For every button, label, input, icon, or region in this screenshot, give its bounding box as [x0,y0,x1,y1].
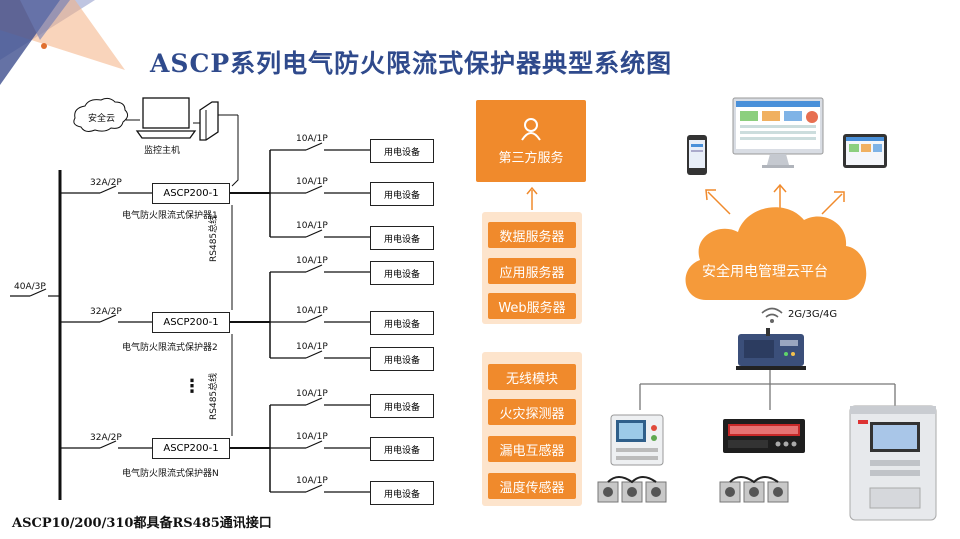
host-label: 监控主机 [144,146,181,156]
device-box: 用电设备 [370,311,434,335]
rs485-label-1: RS485总线 [209,214,219,262]
device-box: 用电设备 [370,226,434,250]
feeder-line [305,397,323,406]
wifi-icon [761,307,783,323]
fire-detector: 火灾探测器 [488,399,576,425]
web-server: Web服务器 [488,293,576,319]
feeder-line [305,350,323,359]
protector-box-2: ASCP200-1 [152,312,230,333]
wiring-diagram [10,97,370,500]
feeder-line [305,264,323,273]
feeder-line [305,314,323,323]
page-title: ASCP系列电气防火限流式保护器典型系统图 [150,49,673,78]
device-breaker-label: 10A/1P [296,306,328,316]
connection-tree [639,370,896,410]
data-server: 数据服务器 [488,222,576,248]
branch-breaker-label-n: 32A/2P [90,433,122,443]
branch-breaker-label-1: 32A/2P [90,178,122,188]
protector-caption-n: 电气防火限流式保护器N [122,469,219,479]
device-breaker-label: 10A/1P [296,221,328,231]
temperature-sensor: 温度传感器 [488,473,576,499]
wireless-module: 无线模块 [488,364,576,390]
feeder-line [305,484,323,493]
feeder-line [305,142,323,151]
feeder-line [305,185,323,194]
device-box: 用电设备 [370,437,434,461]
gateway-device [736,328,806,370]
ellipsis: ⋮ [183,376,201,397]
device-breaker-label: 10A/1P [296,134,328,144]
protector-box-n: ASCP200-1 [152,438,230,459]
device-breaker-label: 10A/1P [296,342,328,352]
cloud-label: 安全云 [88,114,116,124]
main-breaker-label: 40A/3P [14,282,46,292]
device-box: 用电设备 [370,139,434,163]
cloud-platform-label: 安全用电管理云平台 [702,264,828,280]
corner-decoration [0,0,125,85]
current-transformer-2 [719,476,789,503]
app-server: 应用服务器 [488,258,576,284]
fire-meter-device [610,414,664,466]
protector-box-1: ASCP200-1 [152,183,230,204]
desktop-monitor-icon [732,97,824,168]
device-box: 用电设备 [370,347,434,371]
panel-meter-device [723,419,805,453]
rs485-label-2: RS485总线 [209,372,219,420]
device-breaker-label: 10A/1P [296,177,328,187]
protector-caption-2: 电气防火限流式保护器2 [122,343,218,353]
phone-icon [687,135,707,175]
device-breaker-label: 10A/1P [296,432,328,442]
current-transformer-1 [597,476,667,503]
device-box: 用电设备 [370,182,434,206]
network-label: 2G/3G/4G [788,309,838,320]
device-box: 用电设备 [370,481,434,505]
protector-cabinet-device [849,405,937,521]
protector-caption-1: 电气防火限流式保护器1 [122,211,218,221]
third-party-label: 第三方服务 [498,150,564,166]
cloud-arrows [705,183,845,215]
device-breaker-label: 10A/1P [296,476,328,486]
arrow-up-1 [526,186,538,210]
device-breaker-label: 10A/1P [296,256,328,266]
device-box: 用电设备 [370,261,434,285]
footnote: ASCP10/200/310都具备RS485通讯接口 [12,516,272,531]
feeder-line [305,229,323,238]
device-box: 用电设备 [370,394,434,418]
third-party-service: 第三方服务 [476,100,586,182]
branch-breaker-label-2: 32A/2P [90,307,122,317]
user-icon [521,117,541,141]
feeder-line [305,440,323,449]
leakage-transformer: 漏电互感器 [488,436,576,462]
tablet-icon [843,134,887,168]
cloud-platform-shape [685,207,867,300]
device-breaker-label: 10A/1P [296,389,328,399]
